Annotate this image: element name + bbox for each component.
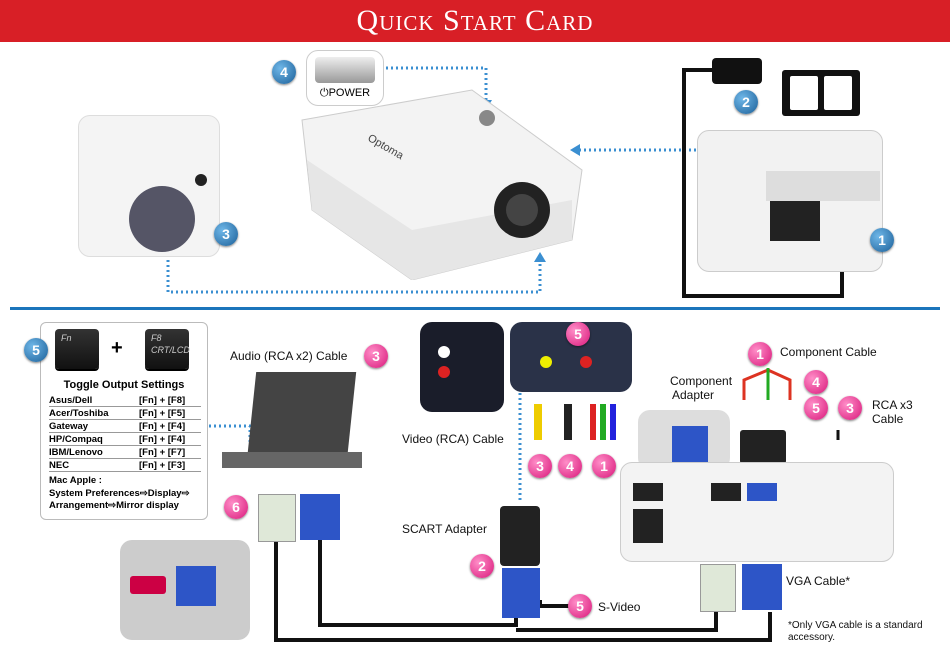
- power-button: [315, 57, 375, 83]
- component-adapter-label-2: Adapter: [672, 388, 715, 402]
- rca-cable-label-2: Cable: [872, 412, 904, 426]
- audio-cable-label: Audio (RCA x2) Cable: [230, 349, 348, 363]
- rca-cable-label-1: RCA x3: [872, 398, 913, 412]
- mac-line-2: Arrangement⇨Mirror display: [49, 500, 179, 511]
- video-cable-label: Video (RCA) Cable: [402, 432, 504, 446]
- rca-yellow: [534, 404, 542, 440]
- step-badge-2-scart: 2: [470, 554, 494, 578]
- dvi-connector-right: [700, 564, 736, 612]
- dvi-connector: [258, 494, 296, 542]
- f8-key: F8 CRT/LCD: [145, 329, 190, 369]
- plus-sign: +: [111, 337, 123, 359]
- step-badge-5-top: 5: [566, 322, 590, 346]
- fn-key: Fn: [55, 329, 99, 369]
- step-badge-3-audio: 3: [364, 344, 388, 368]
- page-title: Quick Start Card: [0, 0, 950, 42]
- power-plug: [712, 58, 762, 84]
- component-cable-label: Component Cable: [780, 345, 877, 359]
- svideo-label: S-Video: [598, 600, 641, 614]
- component-adapter-photo: [638, 410, 730, 470]
- table-row: HP/Compaq[Fn] + [F4]: [49, 434, 201, 446]
- step-badge-5-right: 5: [804, 396, 828, 420]
- lens-cap-photo: [78, 115, 220, 257]
- vga-note-2: accessory.: [788, 632, 836, 643]
- step-badge-3-rca: 3: [838, 396, 862, 420]
- step-badge-3: 3: [214, 222, 238, 246]
- vga-connector-right: [742, 564, 782, 610]
- table-row: Gateway[Fn] + [F4]: [49, 421, 201, 433]
- av-panel-photo: [420, 322, 504, 412]
- table-row: NEC[Fn] + [F3]: [49, 460, 201, 472]
- laptop-photo: [222, 372, 362, 472]
- svideo-plug: [564, 404, 572, 440]
- toggle-output-panel: Fn + F8 CRT/LCD Toggle Output Settings A…: [40, 322, 208, 520]
- scart-panel-photo: [510, 322, 632, 392]
- vga-cable-label: VGA Cable*: [786, 574, 851, 588]
- vga-connector-scart: [502, 568, 540, 618]
- table-row: IBM/Lenovo[Fn] + [F7]: [49, 447, 201, 459]
- scart-adapter: [500, 506, 540, 566]
- toggle-title: Toggle Output Settings: [63, 379, 185, 391]
- step-badge-4: 4: [272, 60, 296, 84]
- vga-note-1: *Only VGA cable is a standard: [788, 620, 923, 631]
- laptop-port-photo: [120, 540, 250, 640]
- step-badge-1-component: 1: [592, 454, 616, 478]
- step-badge-4-right: 4: [804, 370, 828, 394]
- power-button-photo: ⏻POWER: [306, 50, 384, 106]
- vga-cable-lower: [274, 536, 772, 642]
- power-label: POWER: [328, 87, 371, 99]
- step-badge-2: 2: [734, 90, 758, 114]
- mac-line-1: System Preferences⇨Display⇨: [49, 488, 190, 499]
- step-badge-5-keys: 5: [24, 338, 48, 362]
- rca-red: [590, 404, 596, 440]
- projector-rear-photo: [620, 462, 894, 562]
- wall-outlet: [782, 70, 860, 116]
- component-plug: [740, 430, 786, 464]
- rca-green: [600, 404, 606, 440]
- step-badge-4-svideo: 4: [558, 454, 582, 478]
- step-badge-1-cable: 1: [748, 342, 772, 366]
- scart-adapter-label: SCART Adapter: [402, 522, 487, 536]
- power-icon: ⏻: [319, 87, 329, 99]
- step-badge-3-video: 3: [528, 454, 552, 478]
- rca-blue: [610, 404, 616, 440]
- table-row: Asus/Dell[Fn] + [F8]: [49, 395, 201, 407]
- table-row: Acer/Toshiba[Fn] + [F5]: [49, 408, 201, 420]
- component-adapter-label-1: Component: [670, 374, 733, 388]
- power-cord: [682, 68, 844, 298]
- power-arrow: [386, 66, 488, 100]
- vga-connector-laptop: [300, 494, 340, 540]
- mac-title: Mac Apple :: [49, 475, 102, 486]
- step-badge-5-svideo: 5: [568, 594, 592, 618]
- step-badge-6: 6: [224, 495, 248, 519]
- section-divider: [10, 307, 940, 310]
- projector-photo: Optoma: [292, 80, 592, 280]
- step-badge-1: 1: [870, 228, 894, 252]
- rear-panel-photo: [697, 130, 883, 272]
